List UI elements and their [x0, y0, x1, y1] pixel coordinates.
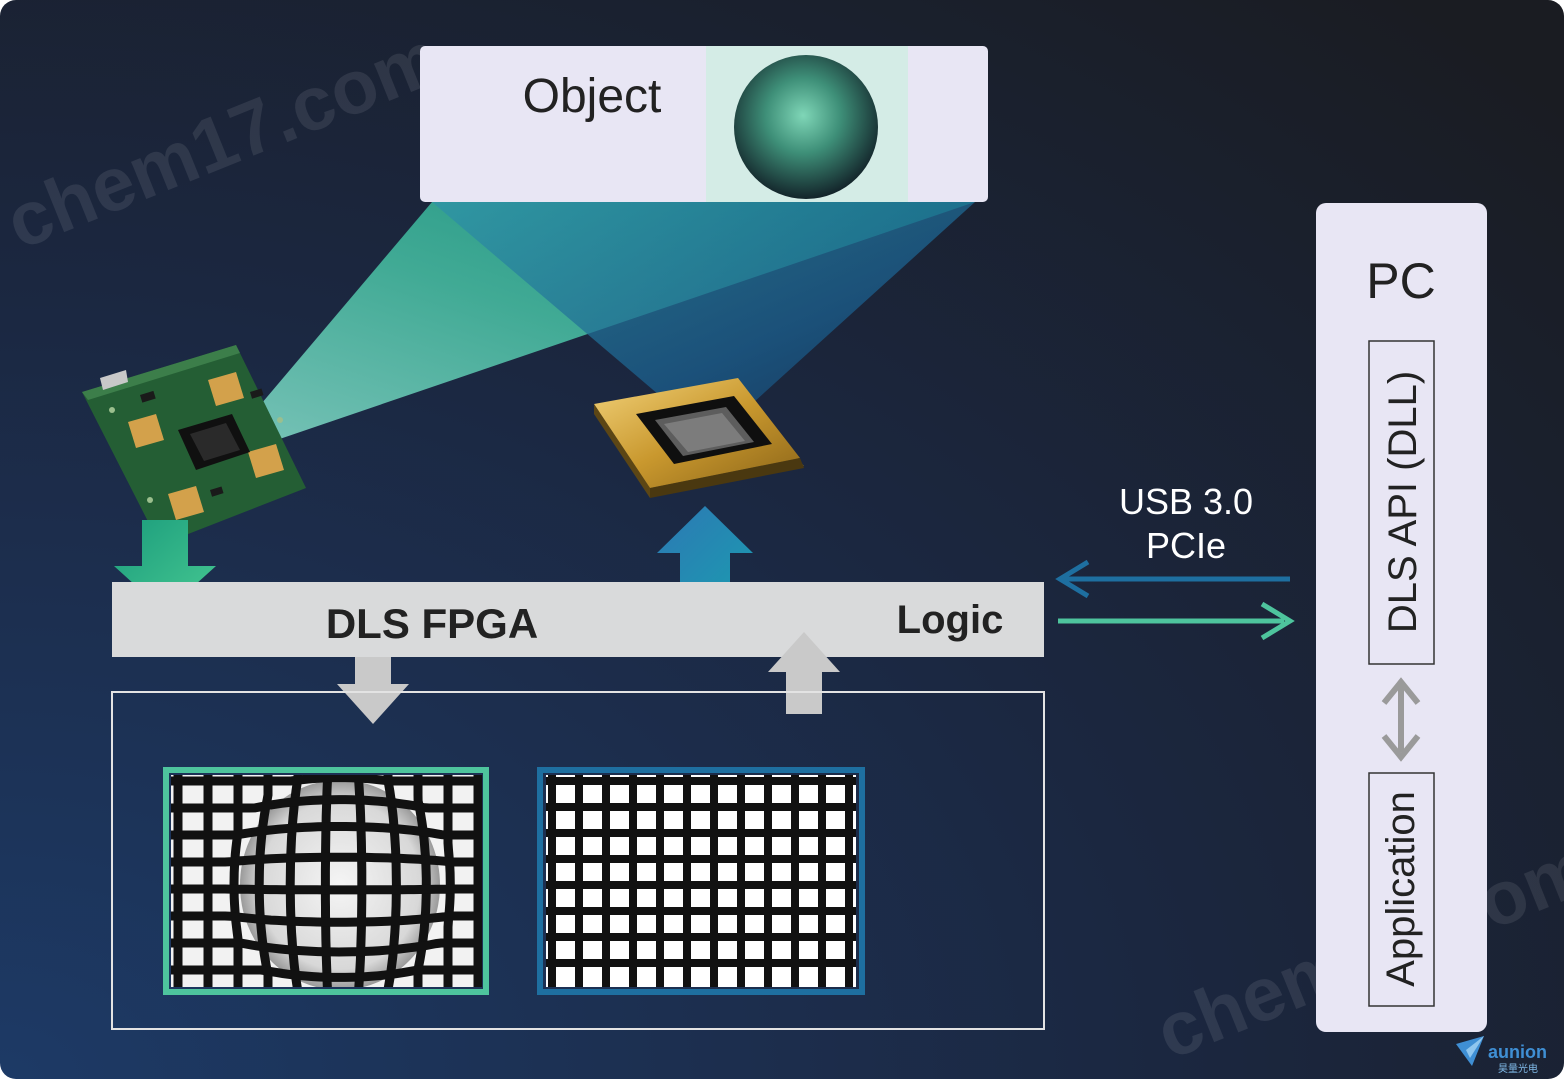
grid-line [171, 775, 482, 786]
grid-line [171, 965, 482, 982]
pattern-memory-frame [111, 691, 1045, 1030]
memory-to-fpga-arrow [768, 632, 840, 714]
pc-panel [1316, 203, 1487, 1032]
grid-line [171, 822, 482, 840]
grid-line [171, 938, 482, 957]
grid-line [171, 795, 482, 813]
fpga-to-dmd-arrow [657, 506, 753, 602]
grid-line [229, 775, 243, 987]
dmd-chip-icon [594, 378, 804, 498]
usb-label: USB 3.0 [1119, 481, 1253, 522]
grid-line [171, 852, 482, 867]
application-label: Application [1379, 791, 1423, 987]
pc-label: PC [1366, 253, 1435, 309]
aunion-logo-icon [1456, 1036, 1484, 1066]
illumination-beam-right [432, 202, 975, 440]
dls-fpga-label: DLS FPGA [326, 600, 538, 647]
dls-fpga-bar [112, 582, 1044, 657]
camera-board-icon [82, 345, 306, 545]
logo-subtitle: 昊量光电 [1498, 1062, 1538, 1075]
dls-api-label: DLS API (DLL) [1381, 371, 1425, 633]
logic-label: Logic [897, 598, 1004, 642]
dls-api-box [1368, 340, 1435, 665]
object-label: Object [523, 70, 662, 123]
application-box [1368, 772, 1435, 1007]
grid-line [171, 911, 482, 927]
captured-pattern-image [163, 767, 489, 995]
grid-line [443, 775, 455, 987]
projected-pattern-image [537, 767, 865, 995]
pcie-label: PCIe [1146, 525, 1226, 566]
fpga-to-memory-arrow [337, 657, 409, 724]
grid-line [171, 884, 482, 895]
bidirectional-arrow-icon [1381, 677, 1421, 762]
logo-name: aunion [1488, 1042, 1547, 1062]
sphere-object-icon [734, 55, 878, 199]
usb-pcie-link [1055, 559, 1295, 641]
